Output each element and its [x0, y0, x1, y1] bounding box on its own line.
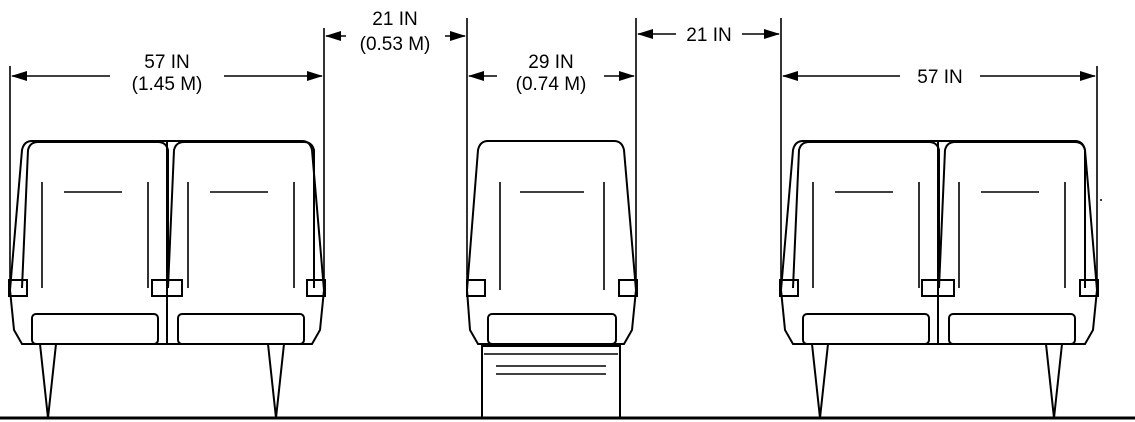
seat-leg: [1045, 343, 1063, 419]
armrest: [921, 279, 955, 297]
double-seat-left: [8, 140, 326, 419]
seat-leg: [39, 343, 57, 419]
seat-leg: [267, 343, 285, 419]
dim-aisle-left-m: (0.53 M): [360, 34, 431, 55]
armrest: [618, 279, 638, 297]
dimension-double-seat-right: 57 IN: [782, 67, 1096, 88]
dim-aisle-right-in: 21 IN: [686, 25, 731, 46]
armrest: [306, 279, 326, 297]
dim-double-seat-left-in: 57 IN: [144, 52, 189, 73]
seat-base-box: [481, 345, 621, 419]
dim-aisle-left-in: 21 IN: [372, 9, 417, 30]
dimension-aisle-left: 21 IN (0.53 M): [325, 9, 466, 55]
extension-lines: [9, 18, 1098, 282]
armrest: [466, 279, 486, 297]
seat-leg: [811, 343, 829, 419]
armrest: [1079, 279, 1099, 297]
armrest: [779, 279, 799, 297]
armrest: [8, 279, 28, 297]
dim-double-seat-right-in: 57 IN: [917, 67, 962, 88]
double-seat-right: [779, 140, 1102, 419]
armrest: [151, 279, 183, 297]
dim-single-seat-in: 29 IN: [528, 52, 573, 73]
dim-single-seat-m: (0.74 M): [516, 74, 587, 95]
dimension-single-seat: 29 IN (0.74 M): [468, 52, 635, 95]
dimension-aisle-right: 21 IN: [637, 25, 780, 46]
single-seat: [465, 140, 638, 419]
dim-double-seat-left-m: (1.45 M): [132, 74, 203, 95]
dimension-double-seat-left: 57 IN (1.45 M): [11, 52, 323, 95]
